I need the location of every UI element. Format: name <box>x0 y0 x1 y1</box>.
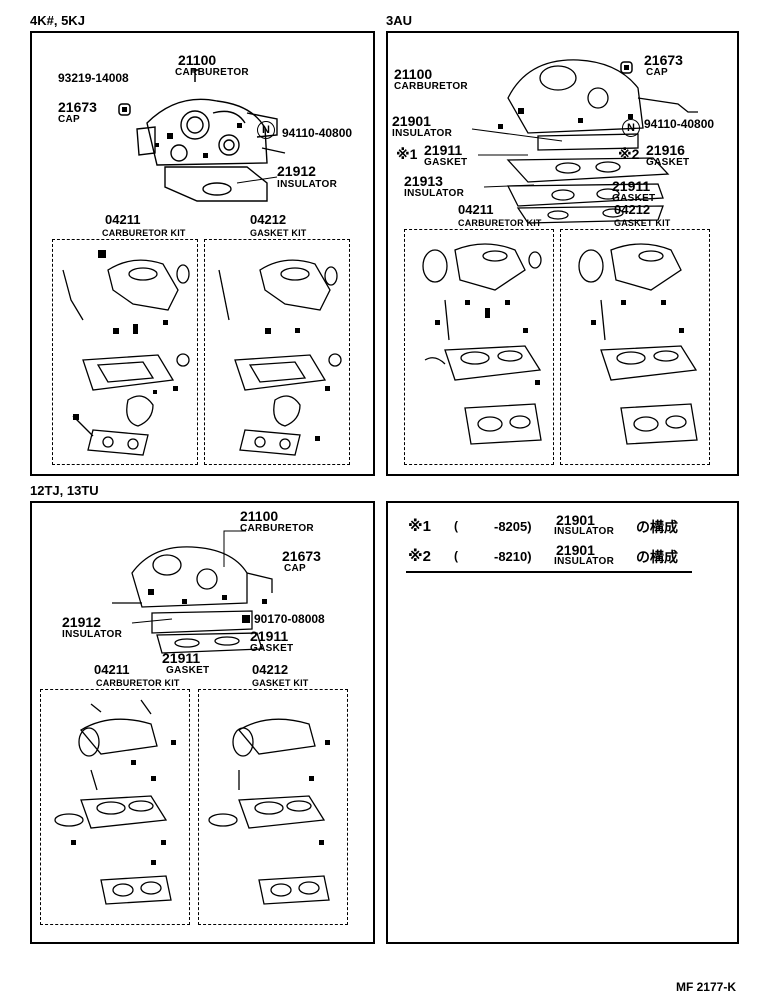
panel-4k-5kj: 21100 CARBURETOR 93219-14008 21673 CAP N… <box>30 31 375 476</box>
notes-divider <box>406 571 692 573</box>
insulator2-part-number: 21913 <box>404 173 443 189</box>
panel-label-4k: 4K#, 5KJ <box>30 13 85 28</box>
carburetor-name: CARBURETOR <box>394 81 468 92</box>
kit2-name: GASKET KIT <box>614 218 671 228</box>
insulator-name: INSULATOR <box>62 629 123 640</box>
carburetor-part-number: 21100 <box>240 508 279 524</box>
carburetor-part-number: 21100 <box>178 52 217 68</box>
carburetor-kit-box <box>40 689 190 925</box>
note1-mark: ※1 <box>408 518 431 535</box>
insulator-part-number: 21912 <box>277 163 316 179</box>
panel-3au: 21100 CARBURETOR 21673 CAP N 94110-40800… <box>386 31 739 476</box>
cap-icon <box>620 61 633 74</box>
cap-name: CAP <box>646 67 669 78</box>
carburetor-illustration-4k <box>136 98 286 202</box>
kit2-name: GASKET KIT <box>252 678 309 688</box>
note2-part-number: 21901 <box>556 542 595 558</box>
cap-part-number: 21673 <box>644 52 683 68</box>
cap-icon <box>118 103 131 116</box>
note2-mark: ※2 <box>408 548 431 565</box>
kit1-name: CARBURETOR KIT <box>96 678 180 688</box>
carburetor-kit-box <box>404 229 554 465</box>
insulator1-part-number: 21901 <box>392 113 431 129</box>
gasket-kit-box <box>198 689 348 925</box>
carburetor-illustration-3au <box>498 59 698 224</box>
gasket-kit-parts-illustration <box>208 718 330 905</box>
figure-code: MF 2177-K <box>675 980 736 994</box>
note1-open: ( <box>454 519 458 533</box>
gasket2-part-number: 21916 <box>646 142 685 158</box>
carburetor-kit-parts-illustration <box>54 699 176 905</box>
gasket-name: GASKET <box>250 643 294 654</box>
note2-suffix: の構成 <box>636 549 678 565</box>
insulator2-name: INSULATOR <box>404 188 465 199</box>
kit1-part-number: 04211 <box>105 212 141 227</box>
insulator1-name: INSULATOR <box>392 128 453 139</box>
note2-name: INSULATOR <box>554 556 615 567</box>
note1-range: -8205) <box>494 519 532 534</box>
carburetor-kit-parts-illustration <box>62 250 190 456</box>
cap-name: CAP <box>58 114 81 125</box>
note2-range: -8210) <box>494 549 532 564</box>
note1-suffix: の構成 <box>636 519 678 535</box>
cap-name: CAP <box>284 563 307 574</box>
gasket-kit-box <box>560 229 710 465</box>
kit2-part-number: 04212 <box>250 212 287 227</box>
insulator2-leader-line <box>483 184 535 188</box>
note1-name: INSULATOR <box>554 526 615 537</box>
gasket-b-name: GASKET <box>166 665 210 676</box>
note2-open: ( <box>454 549 458 563</box>
carburetor-illustration-12tj <box>112 546 273 654</box>
gasket1-leader-line <box>478 154 528 156</box>
kit1-name: CARBURETOR KIT <box>102 228 186 238</box>
kit2-part-number: 04212 <box>252 662 289 677</box>
carburetor-leader-line <box>223 530 246 567</box>
panel-notes: ※1 ( -8205) 21901 INSULATOR の構成 ※2 ( -82… <box>386 501 739 944</box>
kit1-part-number: 04211 <box>94 662 130 677</box>
mark2: ※2 <box>618 146 640 162</box>
gasket-b-part-number: 21911 <box>162 650 201 666</box>
carburetor-name: CARBURETOR <box>175 67 249 78</box>
panel-label-12tj: 12TJ, 13TU <box>30 483 99 498</box>
gasket1-part-number: 21911 <box>424 142 463 158</box>
mark1: ※1 <box>396 146 418 162</box>
panel-12tj-13tu: 21100 CARBURETOR 21673 CAP 21912 INSULAT… <box>30 501 375 944</box>
carburetor-kit-parts-illustration <box>422 243 542 445</box>
insulator-leader-line <box>131 618 173 624</box>
gasket2-name: GASKET <box>646 157 690 168</box>
screw-part-number: 93219-14008 <box>58 71 129 85</box>
carburetor-kit-box <box>52 239 198 465</box>
insulator-leader-line <box>236 176 278 184</box>
insulator-name: INSULATOR <box>277 179 338 190</box>
panel-label-3au: 3AU <box>386 13 413 28</box>
gasket3-name: GASKET <box>612 193 656 204</box>
gasket1-name: GASKET <box>424 157 468 168</box>
cap-part-number: 21673 <box>58 99 97 115</box>
kit1-part-number: 04211 <box>458 202 494 217</box>
insulator1-leader-line <box>471 128 563 142</box>
screw-icon <box>191 68 199 82</box>
n-badge-icon: N <box>622 119 640 137</box>
n-badge-icon: N <box>257 121 275 139</box>
kit1-name: CARBURETOR KIT <box>458 218 542 228</box>
gasket-kit-parts-illustration <box>218 259 342 456</box>
gasket-part-number: 21911 <box>250 628 289 644</box>
carburetor-name: CARBURETOR <box>240 523 314 534</box>
bolt-part-number: 90170-08008 <box>254 612 325 626</box>
kit2-part-number: 04212 <box>614 202 651 217</box>
note1-part-number: 21901 <box>556 512 595 528</box>
carburetor-part-number: 21100 <box>394 66 433 82</box>
nut-part-number: 94110-40800 <box>282 126 353 140</box>
gasket-kit-parts-illustration <box>578 243 698 445</box>
cap-part-number: 21673 <box>282 548 321 564</box>
gasket-kit-box <box>204 239 350 465</box>
nut-part-number: 94110-40800 <box>644 117 715 131</box>
bolt-icon <box>242 615 250 623</box>
kit2-name: GASKET KIT <box>250 228 307 238</box>
insulator-part-number: 21912 <box>62 614 101 630</box>
gasket3-part-number: 21911 <box>612 178 651 194</box>
